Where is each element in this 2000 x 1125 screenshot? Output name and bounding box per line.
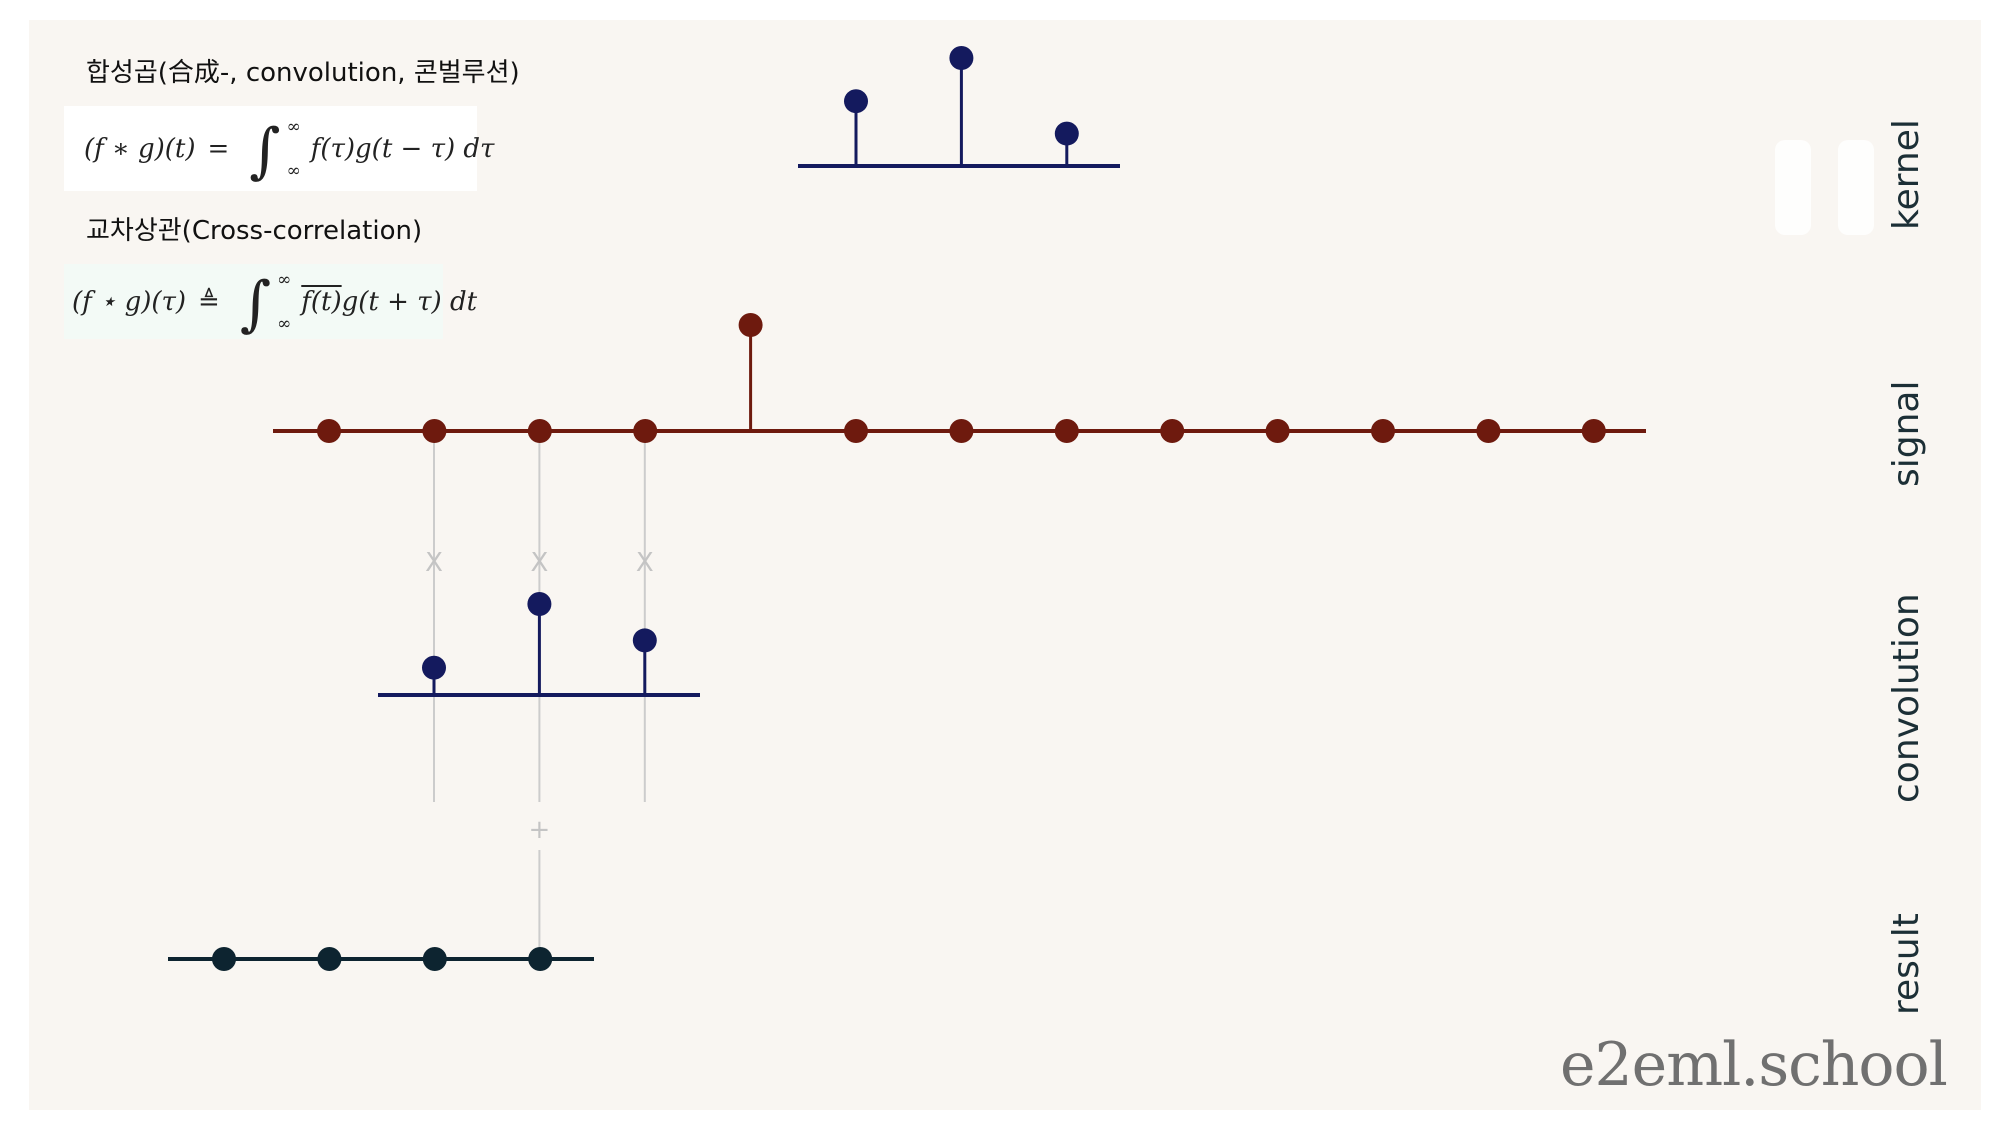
integral-lower-limit: ∞ xyxy=(277,313,292,334)
cross-correlation-formula-integrand: g(t + τ) dt xyxy=(341,286,478,317)
signal-point xyxy=(1476,419,1501,443)
cross-correlation-formula: (f ⋆ g)(τ) ≜ ∫ ∞ ∞ f(t) g(t + τ) dt xyxy=(64,264,477,339)
integral-sign-icon: ∫ xyxy=(239,268,272,339)
diagram-canvas xyxy=(29,20,1981,1110)
integral-sign-icon: ∫ xyxy=(249,115,281,186)
convolution-formula: (f ∗ g)(t) = ∫ ∞ ∞ f(τ)g(t − τ) dτ xyxy=(64,106,494,191)
multiply-symbol: X xyxy=(636,548,654,578)
convolution-formula-integrand: f(τ)g(t − τ) dτ xyxy=(310,133,495,164)
result-point xyxy=(317,947,342,971)
result-point xyxy=(528,947,553,971)
convolution-kernel-point xyxy=(422,655,446,680)
convolution-title: 합성곱(合成-, convolution, 콘벌루션) xyxy=(86,58,520,88)
signal-point xyxy=(1371,419,1395,443)
integral-limits: ∞ ∞ xyxy=(287,117,301,181)
kernel-point xyxy=(844,89,868,114)
add-symbol: + xyxy=(529,815,551,845)
signal-point xyxy=(1054,419,1079,443)
cross-correlation-formula-defined-as: ≜ xyxy=(198,286,220,317)
signal-point xyxy=(738,313,763,337)
convolution-kernel-point xyxy=(632,628,657,653)
kernel-point xyxy=(949,46,974,70)
signal-point xyxy=(1160,419,1185,443)
integral-upper-limit: ∞ xyxy=(286,116,301,137)
signal-point xyxy=(317,419,341,443)
watermark: e2eml.school xyxy=(1560,1030,1948,1100)
cross-correlation-formula-lhs: (f ⋆ g)(τ) xyxy=(72,286,187,317)
signal-point xyxy=(1581,419,1606,443)
signal-point xyxy=(949,419,974,443)
result-label: result xyxy=(1886,913,1927,1015)
integral-upper-limit: ∞ xyxy=(277,269,292,290)
signal-point xyxy=(633,419,658,443)
pause-bar-right xyxy=(1838,140,1874,235)
signal-point xyxy=(1265,419,1290,443)
kernel-label: kernel xyxy=(1886,119,1927,230)
signal-point xyxy=(422,419,447,443)
conjugate-term: f(t) xyxy=(301,286,342,317)
convolution-kernel-point xyxy=(527,592,552,616)
multiply-symbol: X xyxy=(530,548,548,578)
result-point xyxy=(212,947,236,971)
result-point xyxy=(422,947,447,971)
multiply-symbol: X xyxy=(425,548,443,578)
integral-lower-limit: ∞ xyxy=(286,160,301,181)
convolution-formula-equals: = xyxy=(207,133,230,164)
signal-point xyxy=(844,419,868,443)
integral-limits: ∞ ∞ xyxy=(277,270,291,334)
signal-label: signal xyxy=(1886,380,1927,488)
signal-point xyxy=(527,419,552,443)
kernel-point xyxy=(1054,121,1079,146)
cross-correlation-title: 교차상관(Cross-correlation) xyxy=(86,216,423,246)
convolution-label: convolution xyxy=(1886,593,1927,803)
convolution-formula-lhs: (f ∗ g)(t) xyxy=(84,133,196,164)
pause-bar-left xyxy=(1775,140,1811,235)
